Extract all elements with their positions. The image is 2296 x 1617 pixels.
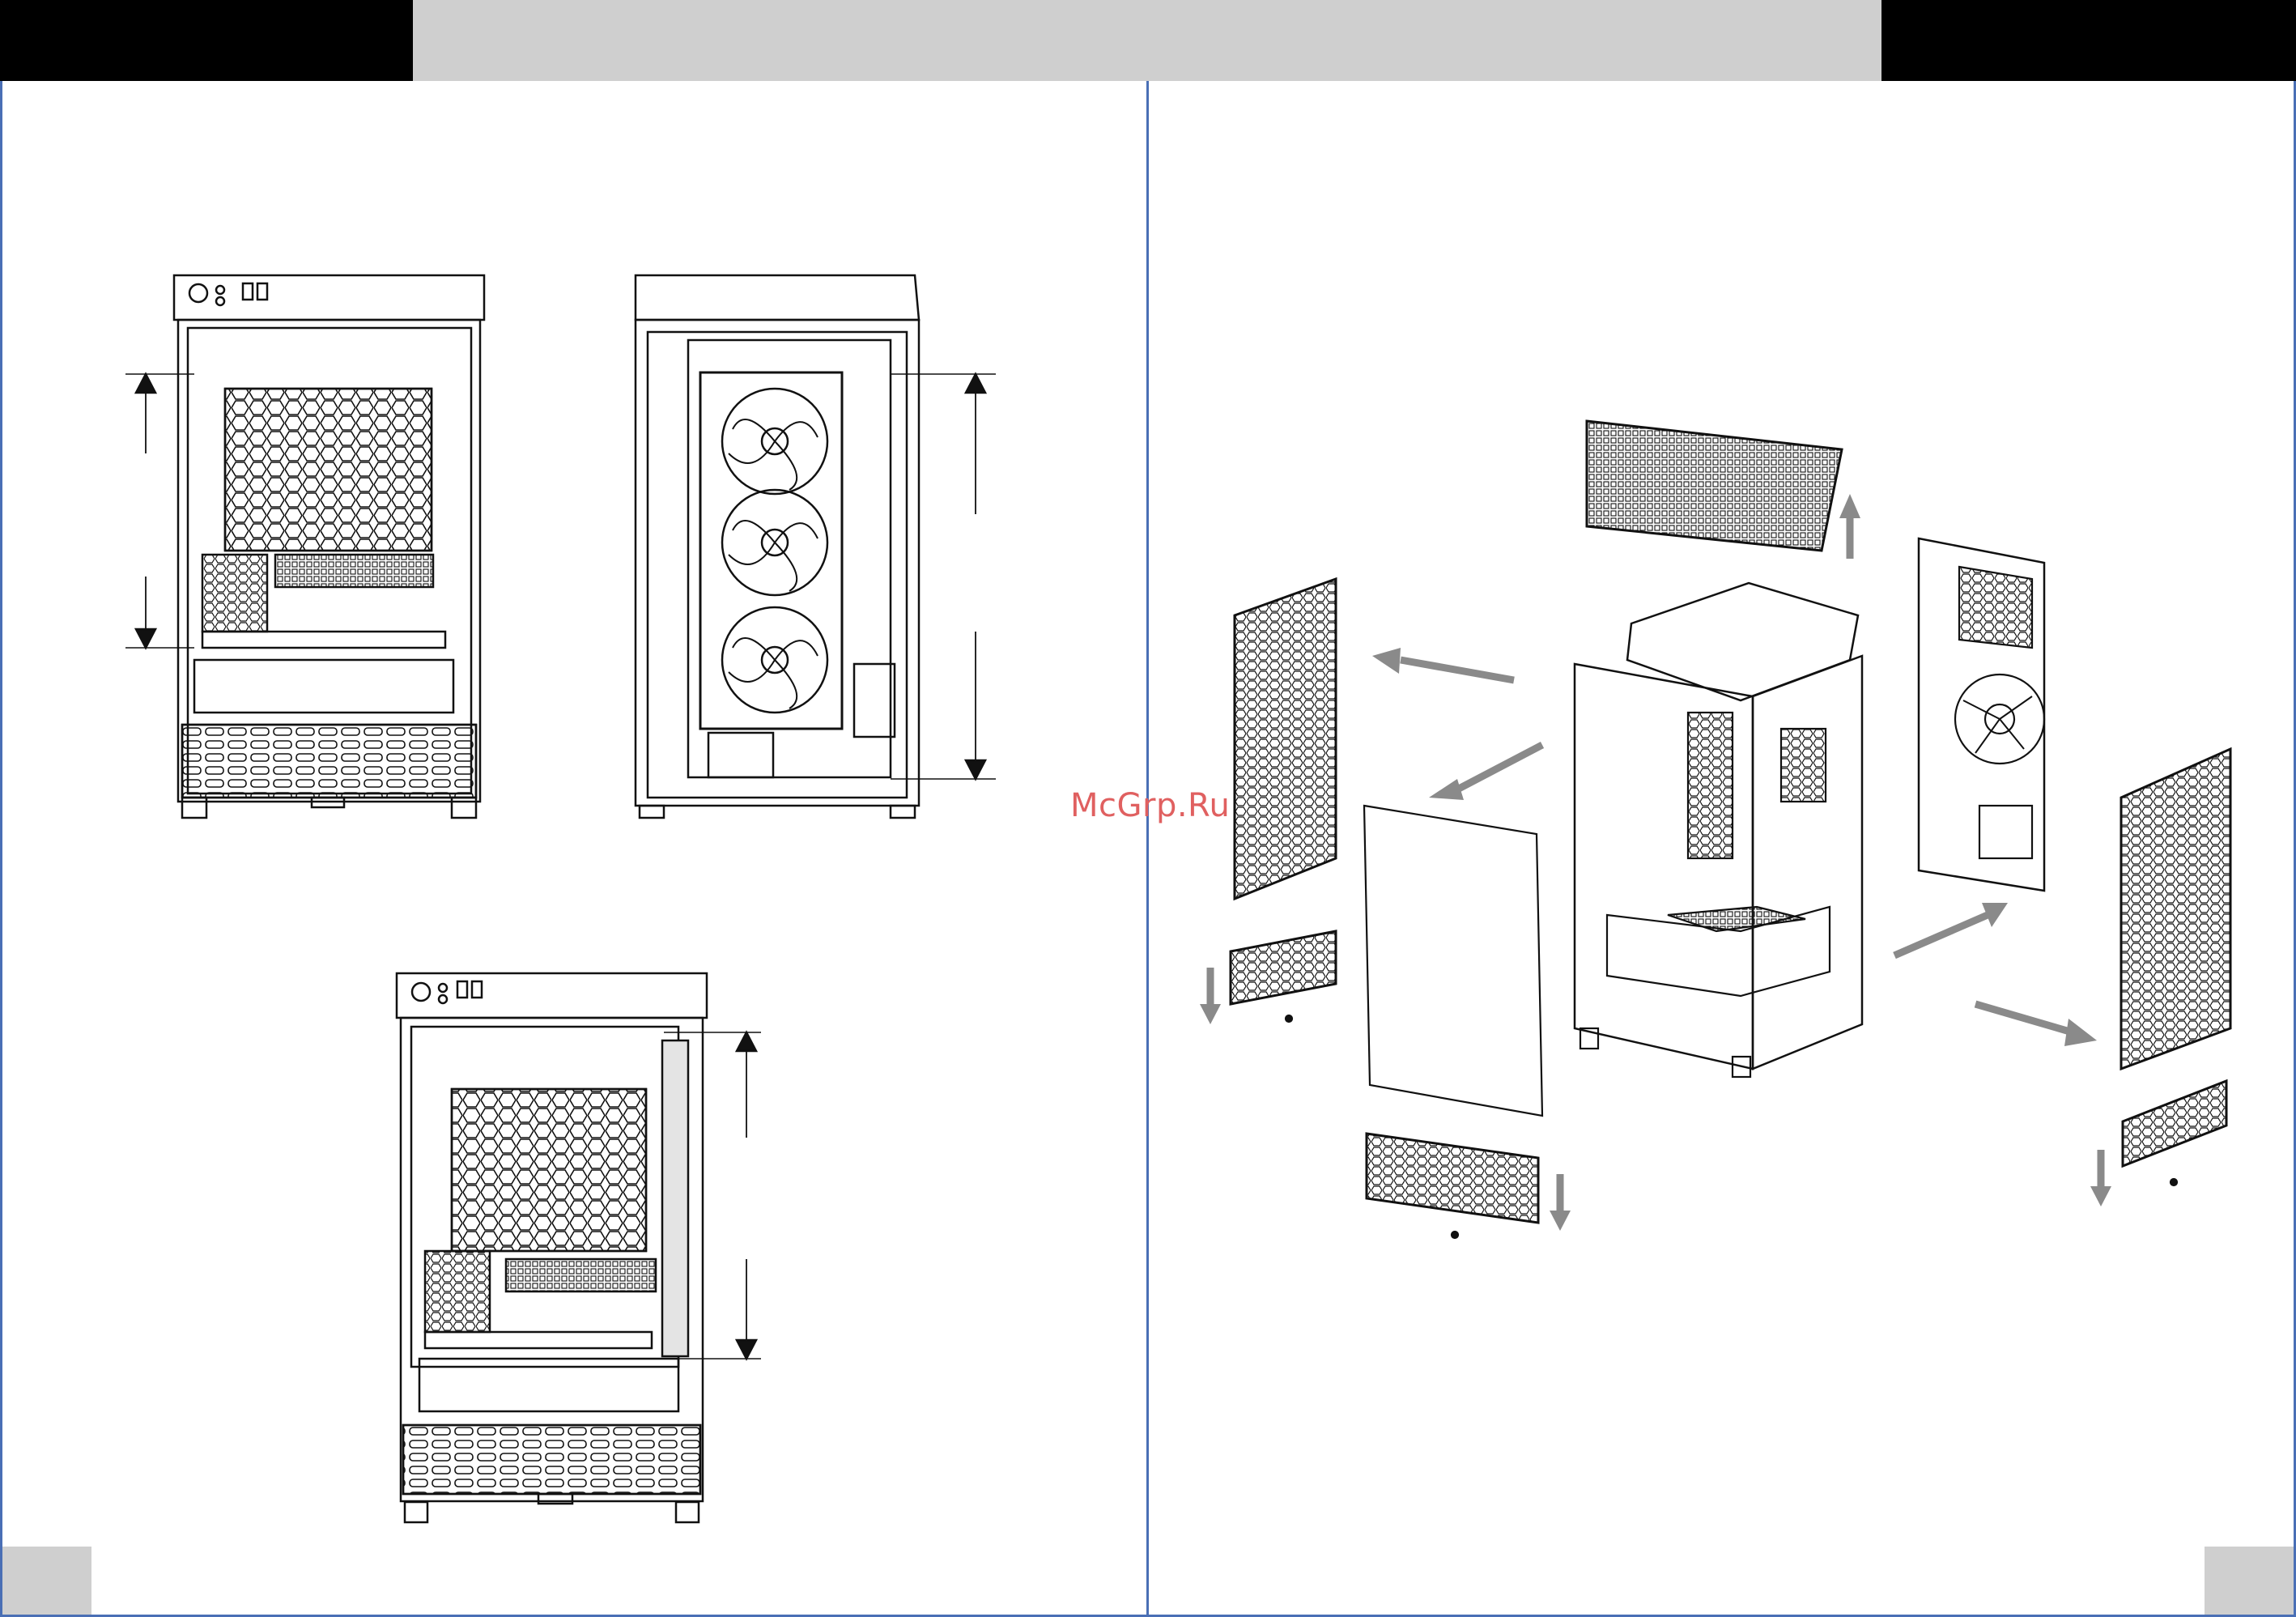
- case-front-view-dimension: [125, 275, 484, 818]
- case-exploded-view: [1200, 421, 2230, 1238]
- case-side-view-gpu-dimension: [636, 275, 996, 818]
- case-front-view-radiator-dimension: [397, 973, 761, 1522]
